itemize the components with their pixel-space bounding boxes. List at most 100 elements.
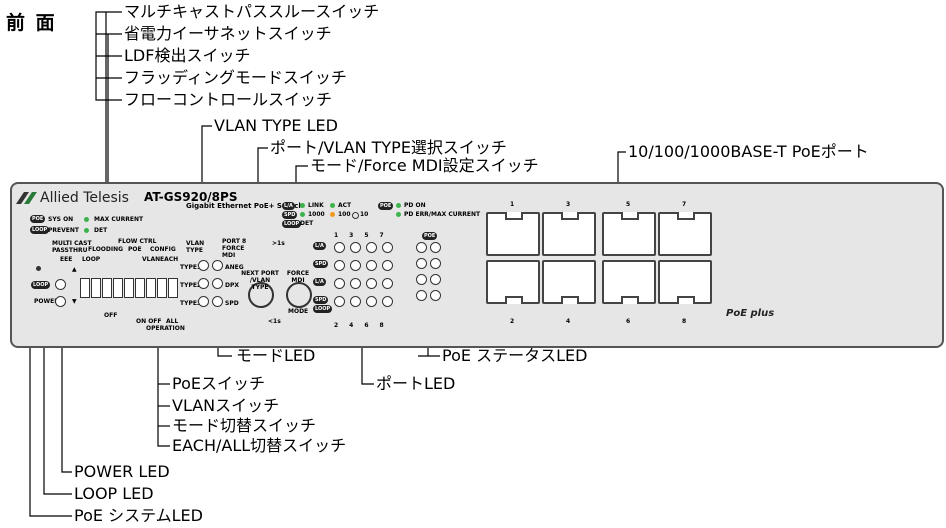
poe-status-led (430, 258, 441, 269)
det-label: DET (94, 227, 108, 234)
la-pill-2: L/A (313, 278, 326, 286)
on-off-label: ON OFF (136, 318, 162, 325)
loop-pill-2: LOOP (313, 305, 333, 313)
rj45-port[interactable] (658, 212, 712, 256)
spd-legend-pill: SPD (282, 211, 298, 219)
callout-flowctrl-switch: フローコントロールスイッチ (124, 90, 333, 109)
mode-button[interactable] (286, 282, 312, 308)
dip-switch-each-all[interactable] (168, 278, 178, 298)
vlan-type-led-3 (198, 296, 209, 307)
pd-err-legend-led (396, 212, 401, 217)
rj45-port[interactable] (542, 212, 596, 256)
port-led (334, 260, 345, 271)
loop-label: LOOP (82, 256, 101, 263)
l10-legend-led (352, 212, 359, 219)
port-number-bottom: 8 (682, 318, 687, 325)
loop-pill: LOOP (30, 226, 50, 234)
model-subtitle: Gigabit Ethernet PoE+ Switch (186, 202, 304, 210)
callout-mode-led: モードLED (236, 346, 316, 365)
vlan-type-label: VLAN TYPE (186, 240, 205, 254)
callout-ldf-switch: LDF検出スイッチ (124, 46, 251, 65)
port-notch (677, 296, 695, 304)
aneg-led (212, 260, 223, 271)
device-front-panel (10, 182, 944, 348)
callout-poe-status-led: PoE ステータスLED (442, 346, 588, 365)
vlan-type-led-1 (198, 260, 209, 271)
port-number-bottom: 2 (510, 318, 515, 325)
rj45-port[interactable] (486, 212, 540, 256)
port-number-top: 1 (510, 201, 515, 208)
poe-status-pill: POE (422, 232, 438, 240)
loop-legend-pill: LOOP (282, 220, 302, 228)
port-number-bottom: 4 (566, 318, 571, 325)
dip-switch-flowctrl[interactable] (124, 278, 134, 298)
act-legend-led (330, 203, 335, 208)
callout-poe-system-led: PoE システムLED (74, 506, 203, 525)
up-arrow-icon: ▲ (72, 266, 77, 273)
spd-pill-2: SPD (313, 296, 329, 304)
port-led (366, 242, 377, 253)
port-led (382, 242, 393, 253)
down-arrow-icon: ▼ (72, 298, 77, 305)
off-label: OFF (104, 312, 118, 319)
eee-label: EEE (60, 256, 73, 263)
dip-switch-poe[interactable] (135, 278, 145, 298)
callout-flooding-switch: フラッディングモードスイッチ (124, 68, 347, 87)
spd-label: SPD (225, 300, 239, 307)
poe-plus-logo: PoE plus (726, 308, 775, 319)
multicast-label: MULTI CAST PASSTHRU (52, 240, 92, 254)
poe-status-led (430, 242, 441, 253)
port-notch (677, 212, 695, 220)
dip-switch-flooding[interactable] (113, 278, 123, 298)
poe-status-led (416, 290, 427, 301)
l1000-legend-led (300, 212, 305, 217)
rj45-port[interactable] (602, 260, 656, 304)
port-led (334, 296, 345, 307)
port-led (350, 242, 361, 253)
pd-on-legend-led (396, 203, 401, 208)
poe-system-led (36, 266, 41, 271)
port8-force-mdi-label: PORT 8 FORCE MDI (222, 238, 247, 259)
callout-port-led: ポートLED (376, 374, 456, 393)
callout-loop-led: LOOP LED (74, 484, 154, 503)
la-pill-1: L/A (313, 242, 326, 250)
type3-label: TYPE3 (180, 300, 202, 307)
rj45-port[interactable] (542, 260, 596, 304)
link-legend-led (300, 203, 305, 208)
poe-status-led (430, 290, 441, 301)
rj45-port[interactable] (658, 260, 712, 304)
callout-each-all-switch: EACH/ALL切替スイッチ (172, 436, 347, 455)
model-name: AT-GS920/8PS (144, 190, 238, 204)
power-label: POWER (34, 298, 59, 305)
port-number-top: 7 (682, 201, 687, 208)
dip-switch-vlan[interactable] (146, 278, 156, 298)
poe-label: POE (128, 246, 142, 253)
dip-switch-multicast[interactable] (80, 278, 90, 298)
callout-port-vlan-select: ポート/VLAN TYPE選択スイッチ (270, 138, 507, 157)
operation-label: OPERATION (146, 325, 185, 332)
next-port-button[interactable] (248, 282, 274, 308)
callout-power-led: POWER LED (74, 462, 170, 481)
rj45-port[interactable] (602, 212, 656, 256)
rj45-port[interactable] (486, 260, 540, 304)
port-notch (561, 212, 579, 220)
port-led-numbers-bottom: 2468 (334, 322, 395, 329)
dip-switch-mode[interactable] (157, 278, 167, 298)
callout-mode-switch: モード切替スイッチ (172, 416, 317, 435)
vlan-type-led-2 (198, 278, 209, 289)
port-led (334, 242, 345, 253)
port-led (382, 260, 393, 271)
port-notch (505, 212, 523, 220)
det-led (84, 228, 89, 233)
mode-label: MODE (288, 308, 309, 315)
l1000-label: 1000 (308, 211, 325, 218)
type2-label: TYPE2 (180, 282, 202, 289)
dip-switch-eee[interactable] (91, 278, 101, 298)
port-notch (621, 212, 639, 220)
dip-switch-ldf[interactable] (102, 278, 112, 298)
dpx-label: DPX (225, 282, 240, 289)
prevent-label: PREVENT (48, 227, 79, 234)
port-led (350, 260, 361, 271)
force-mdi-label: FORCE MDI (286, 270, 310, 284)
callout-mode-force-mdi: モード/Force MDI設定スイッチ (310, 156, 539, 175)
